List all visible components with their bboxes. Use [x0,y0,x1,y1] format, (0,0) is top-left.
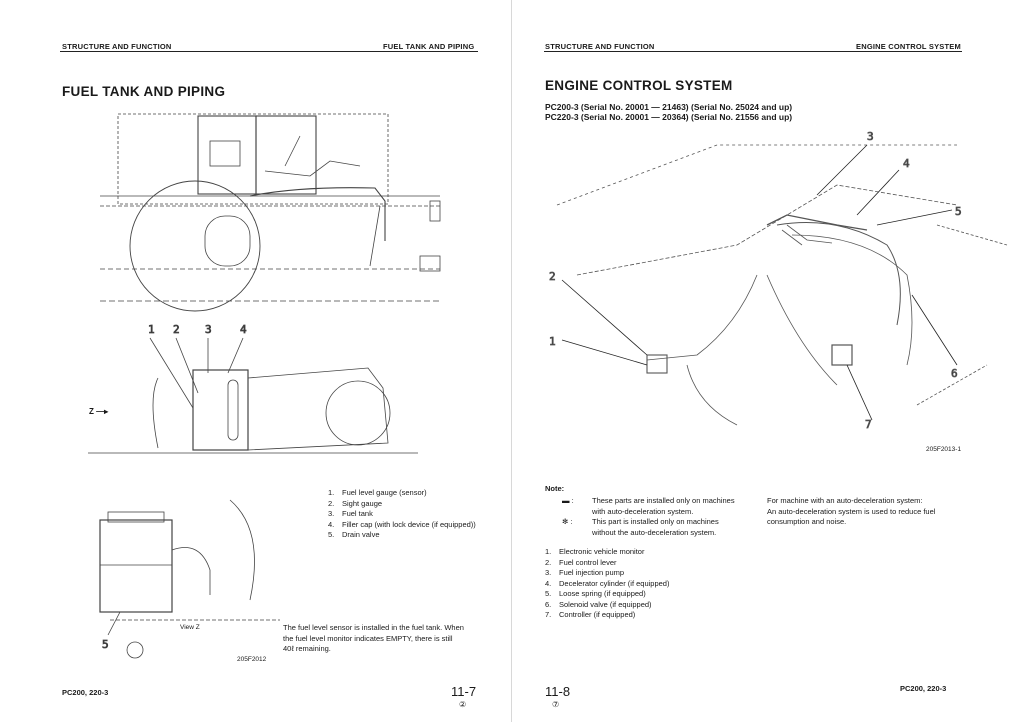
callout-1: 1 [549,335,556,348]
callout-4: 4 [240,323,247,336]
footer-model: PC200, 220-3 [62,688,109,697]
topic-header: ENGINE CONTROL SYSTEM [856,42,961,51]
list-item: 2.Fuel control lever [545,557,617,567]
list-item: 2.Sight gauge [328,498,383,508]
list-item: 1.Electronic vehicle monitor [545,547,645,556]
callout-2: 2 [549,270,556,283]
revision-mark: ② [459,700,467,709]
list-item: 7.Controller (if equipped) [545,610,636,619]
figure-code: 205F2012 [237,656,267,663]
revision-mark: ⑦ [552,700,560,709]
note-star-symbol: ✻ : [562,517,573,526]
engine-control-system-drawing: 1 2 3 4 5 6 7 [537,125,1012,455]
callout-6: 6 [951,367,958,380]
list-item: 3.Fuel tank [328,509,373,518]
callout-4: 4 [903,157,910,170]
right-page: STRUCTURE AND FUNCTION ENGINE CONTROL SY… [512,0,1024,722]
section-header: STRUCTURE AND FUNCTION [545,42,655,51]
header-rule [544,51,962,52]
page-number: 11-8 [545,684,571,699]
callout-2: 2 [173,323,180,336]
callout-7: 7 [865,418,872,431]
fuel-tank-plan-view-drawing: 1 2 3 4 [88,318,426,468]
left-page: STRUCTURE AND FUNCTION FUEL TANK AND PIP… [0,0,511,722]
fuel-tank-parts-list: 1.Fuel level gauge (sensor) 2.Sight gaug… [328,488,476,541]
fuel-level-note: The fuel level sensor is installed in th… [283,623,464,653]
callout-1: 1 [148,323,155,336]
note-dash-text: These parts are installed only on machin… [592,496,735,516]
note-star-text: This part is installed only on machines … [592,517,719,537]
note-dash-symbol: ▬ : [562,496,574,505]
header-rule [60,51,478,52]
figure-code: 205F2013-1 [926,446,962,453]
view-z-label: View Z [180,624,200,631]
engine-control-parts-list: 1.Electronic vehicle monitor 2.Fuel cont… [545,547,669,621]
list-item: 4.Filler cap (with lock device (if equip… [328,519,476,529]
callout-5: 5 [102,638,109,651]
section-header: STRUCTURE AND FUNCTION [62,42,172,51]
footer-model: PC200, 220-3 [900,684,947,693]
page-gutter [511,0,512,722]
auto-deceleration-note: For machine with an auto-deceleration sy… [767,496,936,526]
serial-range-2: PC220-3 (Serial No. 20001 — 20364) (Seri… [545,112,793,122]
callout-3: 3 [867,130,874,143]
callout-3: 3 [205,323,212,336]
callout-5: 5 [955,205,962,218]
list-item: 4.Decelerator cylinder (if equipped) [545,578,670,588]
fuel-tank-side-view-drawing [100,106,450,316]
note-title: Note: [545,484,565,493]
list-item: 6.Solenoid valve (if equipped) [545,599,652,609]
list-item: 3.Fuel injection pump [545,568,625,577]
page-title: FUEL TANK AND PIPING [62,84,226,99]
topic-header: FUEL TANK AND PIPING [383,42,475,51]
list-item: 1.Fuel level gauge (sensor) [328,488,427,497]
list-item: 5.Loose spring (if equipped) [545,589,646,598]
page-number: 11-7 [451,684,477,699]
list-item: 5.Drain valve [328,530,380,539]
z-view-marker: Z —▸ [89,407,109,416]
view-z-drawing: 5 [90,490,290,660]
page-title: ENGINE CONTROL SYSTEM [545,78,733,93]
serial-range-1: PC200-3 (Serial No. 20001 — 21463) (Seri… [545,102,793,112]
